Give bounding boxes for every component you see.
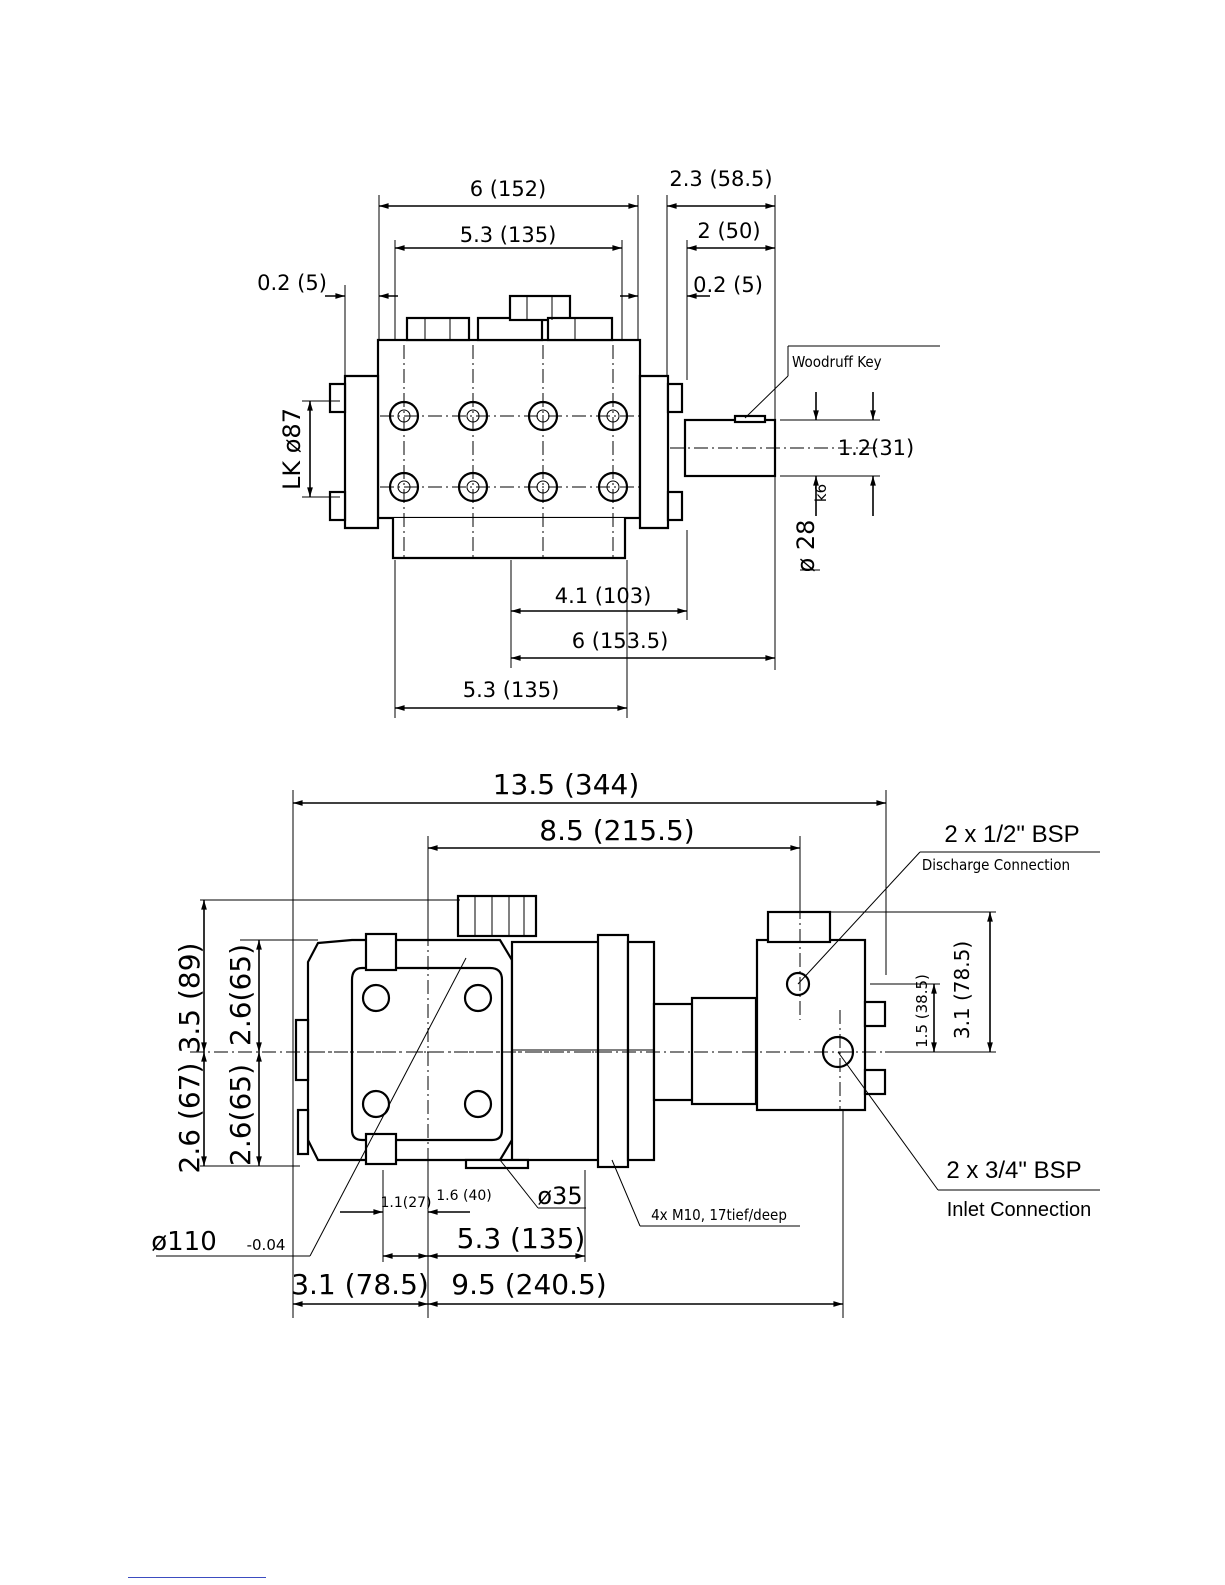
dim-dia-110: ø110 bbox=[151, 1227, 217, 1257]
dim-bottom-2: 6 (153.5) bbox=[572, 629, 669, 653]
dim-length-2: 8.5 (215.5) bbox=[539, 814, 694, 847]
dim-h-upper-in: 2.6(65) bbox=[224, 944, 257, 1046]
side-view: 13.5 (344) 8.5 (215.5) 2 x 1/2" BSP Disc… bbox=[151, 768, 1100, 1318]
dim-right-1: 1.5 (38.5) bbox=[913, 974, 931, 1048]
dim-h-lower: 2.6 (67) bbox=[173, 1063, 206, 1174]
dim-5-3: 5.3 (135) bbox=[457, 1222, 586, 1255]
dim-shaft-dia: ø 28 bbox=[792, 520, 820, 573]
dim-shaft-tol: k6 bbox=[812, 484, 830, 502]
dim-3-1: 3.1 (78.5) bbox=[291, 1268, 429, 1301]
top-view: 6 (152) 5.3 (135) 0.2 (5) 2.3 (58.5) 2 (… bbox=[257, 167, 940, 718]
dim-right-2: 3.1 (78.5) bbox=[950, 941, 974, 1039]
footer-rule bbox=[128, 1577, 266, 1578]
discharge-title: 2 x 1/2" BSP bbox=[944, 821, 1079, 848]
inlet-title: 2 x 3/4" BSP bbox=[946, 1157, 1081, 1184]
oil-cap bbox=[456, 894, 538, 938]
dim-small-2: 1.6 (40) bbox=[436, 1188, 491, 1204]
dim-width-overall: 6 (152) bbox=[470, 177, 547, 201]
dim-total-length: 13.5 (344) bbox=[493, 768, 640, 801]
dim-left-offset: 0.2 (5) bbox=[257, 271, 327, 295]
dim-h-lower-in: 2.6(65) bbox=[224, 1064, 257, 1166]
dim-shaft-2: 2 (50) bbox=[697, 219, 760, 243]
dim-shaft-total: 2.3 (58.5) bbox=[669, 167, 772, 191]
valve-head bbox=[755, 938, 867, 1112]
dim-key-height: 1.2(31) bbox=[838, 436, 915, 460]
dim-mount: 4x M10, 17tief/deep bbox=[651, 1206, 787, 1224]
dim-bottom-3: 5.3 (135) bbox=[463, 678, 560, 702]
woodruff-key-label: Woodruff Key bbox=[792, 353, 882, 371]
dim-9-5: 9.5 (240.5) bbox=[451, 1268, 606, 1301]
dim-small-1: 1.1(27) bbox=[380, 1195, 431, 1211]
dim-bolt-circle: LK ø87 bbox=[278, 408, 306, 490]
dim-bottom-1: 4.1 (103) bbox=[555, 584, 652, 608]
dim-width-inner: 5.3 (135) bbox=[460, 223, 557, 247]
dim-dia-35: ø35 bbox=[537, 1182, 582, 1210]
dim-dia-110-tol: -0.04 bbox=[247, 1236, 286, 1254]
inlet-sub: Inlet Connection bbox=[947, 1199, 1092, 1221]
dim-right-offset: 0.2 (5) bbox=[693, 273, 763, 297]
discharge-sub: Discharge Connection bbox=[922, 856, 1070, 874]
crankcase-top bbox=[376, 338, 642, 520]
dim-h-upper: 3.5 (89) bbox=[173, 943, 206, 1054]
